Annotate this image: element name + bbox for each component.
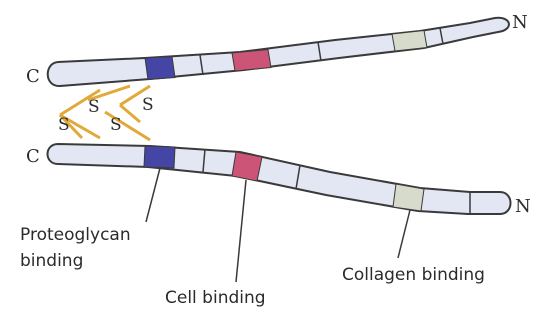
top-strand: [48, 18, 509, 86]
proteoglycan-binding-label-line1: Proteoglycan: [20, 225, 131, 245]
bottom-collagen-domain: [393, 184, 424, 211]
proteoglycan-leader-line: [146, 168, 160, 222]
proteoglycan-binding-label-line2: binding: [20, 251, 83, 271]
bottom-proteoglycan-domain: [144, 146, 175, 168]
sulfur-label: S: [110, 115, 122, 135]
collagen-binding-label: Collagen binding: [342, 265, 485, 285]
sulfur-label: S: [142, 95, 154, 115]
cell-binding-label: Cell binding: [165, 288, 266, 308]
top-cell-domain: [232, 50, 271, 72]
top-collagen-domain: [392, 31, 427, 52]
disulfide-bonds: [60, 86, 150, 140]
cell-leader-line: [236, 180, 246, 282]
sulfur-label: S: [58, 115, 70, 135]
top-proteoglycan-domain: [145, 57, 175, 80]
top-strand-body: [48, 18, 509, 86]
bottom-strand: [48, 144, 511, 214]
bottom-strand-body: [48, 144, 511, 214]
top-c-terminus-label: C: [26, 66, 40, 87]
collagen-leader-line: [398, 210, 410, 258]
sulfur-label: S: [88, 97, 100, 117]
top-n-terminus-label: N: [512, 12, 528, 33]
bottom-n-terminus-label: N: [515, 196, 531, 217]
bottom-c-terminus-label: C: [26, 146, 40, 167]
bottom-cell-domain: [232, 152, 262, 181]
disulfide-bond: [120, 105, 140, 122]
